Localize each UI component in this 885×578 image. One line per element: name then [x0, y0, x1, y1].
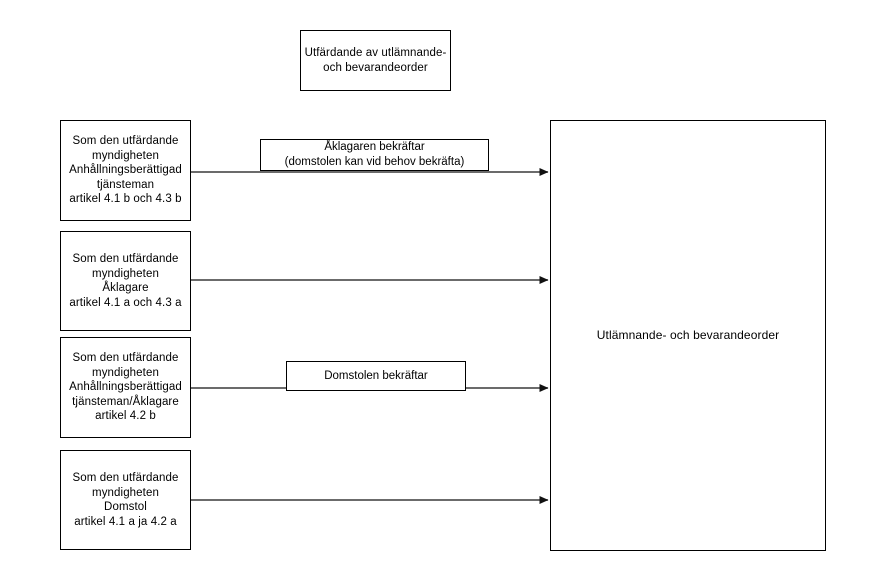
title-box-label: Utfärdande av utlämnande- och bevarandeo…	[304, 47, 447, 74]
source-box-issuing-authority-court: Som den utfärdande myndigheten Domstol a…	[60, 450, 191, 550]
source-box-issuing-authority-investigator: Som den utfärdande myndigheten Anhållnin…	[60, 120, 191, 221]
title-box: Utfärdande av utlämnande- och bevarandeo…	[300, 30, 451, 91]
edge-label-prosecutor-validates: Åklagaren bekräftar (domstolen kan vid b…	[260, 139, 489, 171]
source-box-1-label: Som den utfärdande myndigheten Anhållnin…	[69, 135, 182, 206]
edge-label-2-text: Domstolen bekräftar	[324, 369, 428, 382]
edge-label-court-validates: Domstolen bekräftar	[286, 361, 466, 391]
target-box-label: Utlämnande- och bevarandeorder	[596, 328, 780, 343]
source-box-issuing-authority-prosecutor: Som den utfärdande myndigheten Åklagare …	[60, 231, 191, 331]
target-box-order: Utlämnande- och bevarandeorder	[550, 120, 826, 551]
edge-label-1-text: Åklagaren bekräftar (domstolen kan vid b…	[284, 141, 465, 168]
source-box-issuing-authority-investigator-prosecutor: Som den utfärdande myndigheten Anhållnin…	[60, 337, 191, 438]
source-box-3-label: Som den utfärdande myndigheten Anhållnin…	[69, 352, 182, 423]
source-box-4-label: Som den utfärdande myndigheten Domstol a…	[72, 472, 179, 528]
source-box-2-label: Som den utfärdande myndigheten Åklagare …	[69, 253, 182, 309]
